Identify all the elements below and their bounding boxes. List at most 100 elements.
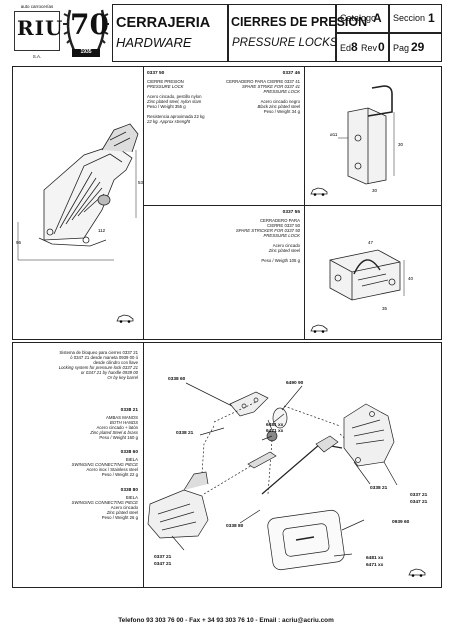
dim-label: 47: [368, 240, 374, 245]
callout-6481: 6481 xx: [266, 423, 284, 428]
car-icon: [408, 568, 426, 577]
strike-0337-55-drawing: 47 40 35: [329, 240, 414, 311]
product-line: Black zinc plated steel: [257, 104, 300, 109]
category-title-es: CERRAJERIA: [116, 15, 211, 31]
system-intro-line: ó 0347 21 desde maneta 0939 00 ó: [70, 355, 138, 360]
callout-6490-90: 6490 90: [286, 381, 304, 386]
laurel-icon: [63, 9, 109, 57]
item-code-0338-80: 0338 80: [120, 488, 138, 493]
item-line: Peso / Weight 22 g: [101, 472, 138, 477]
item-line: BIELA: [125, 457, 138, 462]
item-line: SWINGING CONNECTING PIECE: [71, 462, 138, 467]
item-code-0338-60: 0338 60: [120, 450, 138, 455]
section-title-es: CIERRES DE PRESION: [231, 15, 368, 29]
product-line: SPARE STRIKE FOR 0337 41: [242, 84, 300, 89]
item-code-0338-21: 0338 21: [120, 408, 138, 413]
dim-label: 112: [98, 228, 106, 233]
product-line: Zinc plated steel: [268, 248, 300, 253]
rev-label: Rev: [361, 43, 378, 53]
item-line: Zinc plated Steel & brass: [90, 430, 138, 435]
dim-label: 96: [16, 240, 22, 245]
item-line: AMBAS MANOS: [106, 415, 138, 420]
product-line: SPARE STRICKER FOR 0337 50: [235, 228, 300, 233]
product-code-0337-55: 0337 55: [282, 210, 300, 215]
anniversary-badge: 70 1935: [62, 2, 110, 62]
product-line: PRESSURE LOCK: [147, 84, 184, 89]
product-code-0337-46: 0337 46: [282, 71, 300, 76]
item-line: Acero cincado: [110, 505, 138, 510]
product-line: Peso / Weight 34 g: [263, 109, 300, 114]
product-line: CIERRE PRESION: [147, 79, 184, 84]
item-line: Peso / Weight 26 g: [101, 515, 138, 520]
product-code-0337-50: 0337 50: [147, 71, 165, 76]
category-box: [112, 4, 228, 62]
callout-0337-21-bottom: 0337 21: [154, 555, 172, 560]
top-divider-horizontal: [143, 205, 442, 206]
brand-caption: auto carrocerías: [20, 4, 54, 9]
system-intro-line: Sistema de bloqueo para cierres 0337 21: [59, 350, 138, 355]
product-line: Acero cincado negro: [260, 99, 300, 104]
callout-0347-21-bottom: 0347 21: [154, 562, 172, 567]
item-line: SWINGING CONNECTING PIECE: [71, 500, 138, 505]
product-line: CERRADERO PARA: [259, 218, 300, 223]
item-line: BIELA: [125, 495, 138, 500]
system-intro-line: desde cilindro con llave: [93, 360, 138, 365]
logo-text: RIU: [17, 16, 64, 40]
locking-system-exploded-drawing: [147, 382, 398, 571]
bottom-section-frame: [12, 342, 442, 588]
catalog-label: Catalogo: [340, 13, 377, 23]
badge-year: 1935: [80, 49, 92, 55]
car-icon: [310, 324, 328, 333]
car-icon: [116, 314, 134, 323]
dim-label: 40: [408, 276, 414, 281]
product-line: CERRADERO PARA CIERRE 0337 41: [226, 79, 300, 84]
callout-0338-21-right: 0338 21: [370, 486, 388, 491]
callout-6471: 6471 xx: [266, 429, 284, 434]
logo-sub: S.A.: [32, 54, 42, 59]
product-line: PRESSURE LOCK: [263, 233, 300, 238]
top-divider-vertical-2: [304, 66, 305, 340]
dim-label: 30: [398, 142, 404, 147]
section-box: [228, 4, 336, 62]
catalog-cell: [336, 4, 389, 33]
product-line: Zinc plated steel, nylon slam: [147, 99, 202, 104]
item-line: Acero inox / Stainless steel: [86, 467, 138, 472]
catalog-value: A: [373, 11, 382, 25]
dim-label: 53: [138, 180, 144, 185]
product-line: PRESSURE LOCK: [263, 89, 300, 94]
seccion-value: 1: [428, 11, 435, 25]
item-line: Acero cincado + latón: [96, 425, 138, 430]
product-line: 22 kg. Approx strenght: [147, 119, 191, 124]
pressure-lock-0337-50-drawing: 53 112 96: [16, 123, 144, 261]
item-line: BOTH HANDS: [109, 420, 138, 425]
ed-value: 8: [351, 40, 358, 54]
pag-label: Pag: [393, 43, 410, 53]
system-intro-line: Locking system for pressure lock 0337 21: [58, 365, 138, 370]
callout-6471-bottom: 6471 xx: [366, 563, 384, 568]
pag-value: 29: [411, 40, 425, 54]
item-line: Peso / Weight 160 g: [99, 435, 138, 440]
ed-label: Ed: [340, 43, 352, 53]
product-line: Peso / Weight 355 g: [147, 104, 186, 109]
product-line: Peso / Weigth 105 g: [261, 258, 300, 263]
seccion-label: Seccion: [393, 13, 426, 23]
callout-0337-21-right: 0337 21: [410, 493, 428, 498]
callout-6481-bottom: 6481 xx: [366, 556, 384, 561]
edition-cell: [336, 33, 389, 62]
badge-number: 70: [70, 8, 109, 41]
section-title-en: PRESSURE LOCKS: [232, 37, 338, 49]
footer-contact: Telefono 93 303 76 00 - Fax + 34 93 303 …: [118, 617, 334, 624]
dim-label: ø11: [330, 132, 338, 137]
top-section-frame: [12, 66, 442, 340]
callout-0338-21-left: 0338 21: [176, 431, 194, 436]
top-divider-vertical: [143, 66, 144, 340]
callout-0347-21-right: 0347 21: [410, 500, 428, 505]
bottom-divider-vertical: [143, 342, 144, 588]
product-line: Acero cincado, pestillo nylon: [147, 94, 202, 99]
product-line: CIERRE 0337 50: [267, 223, 300, 228]
dim-label: 35: [382, 306, 388, 311]
page-cell: [389, 33, 442, 62]
callout-0338-60: 0338 60: [168, 377, 186, 382]
logo-frame: RIU: [14, 11, 64, 51]
category-title-en: HARDWARE: [116, 35, 192, 50]
